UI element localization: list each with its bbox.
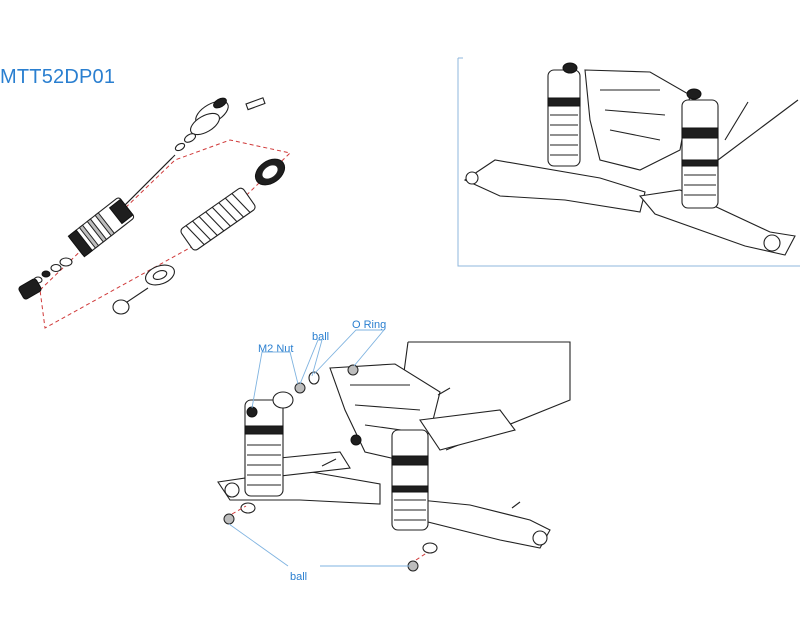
main-shock-left xyxy=(240,391,294,514)
main-shock-right xyxy=(391,429,438,554)
o-ring-2 xyxy=(347,364,359,376)
bottom-cap xyxy=(18,278,42,300)
part-code-title: MTT52DP01 xyxy=(0,66,116,88)
detail-frame xyxy=(457,58,800,267)
callout-ball-bottom: ball xyxy=(290,571,308,583)
shock-body xyxy=(67,197,135,258)
shock-tower xyxy=(584,69,691,171)
o-ring-c xyxy=(41,270,51,278)
m2-nut xyxy=(246,406,258,418)
cap-screw xyxy=(245,97,266,111)
ball-bottom-left xyxy=(223,513,235,525)
ball-top xyxy=(294,382,306,394)
detail-shock-left xyxy=(547,62,581,167)
callout-o-ring: O Ring xyxy=(352,319,387,331)
o-ring-b xyxy=(50,263,62,273)
rod-end xyxy=(112,299,130,315)
exploded-shock-view xyxy=(18,97,292,329)
callout-leaders xyxy=(228,329,410,567)
washer-2 xyxy=(174,142,186,152)
detail-shock-right xyxy=(681,88,719,209)
shock-shaft-edge xyxy=(122,154,176,208)
washer-1 xyxy=(183,133,197,143)
spring-group-outline xyxy=(39,139,292,329)
main-lower-arm-left xyxy=(217,469,381,505)
screw-head xyxy=(350,434,362,446)
main-assembly-view xyxy=(217,341,571,572)
shock-cap-top xyxy=(213,97,227,109)
bolt-3 xyxy=(437,387,451,396)
o-ring-a xyxy=(59,257,73,267)
o-ring-1 xyxy=(308,371,320,385)
bolt-2 xyxy=(511,501,521,509)
lower-arm-left xyxy=(463,159,646,213)
bolt-1 xyxy=(321,458,337,467)
framed-detail-view xyxy=(457,57,800,267)
callout-ball-top: ball xyxy=(312,331,330,343)
spring xyxy=(180,187,256,251)
shock-cap-ring xyxy=(190,112,220,136)
upper-arm-right xyxy=(419,409,516,451)
